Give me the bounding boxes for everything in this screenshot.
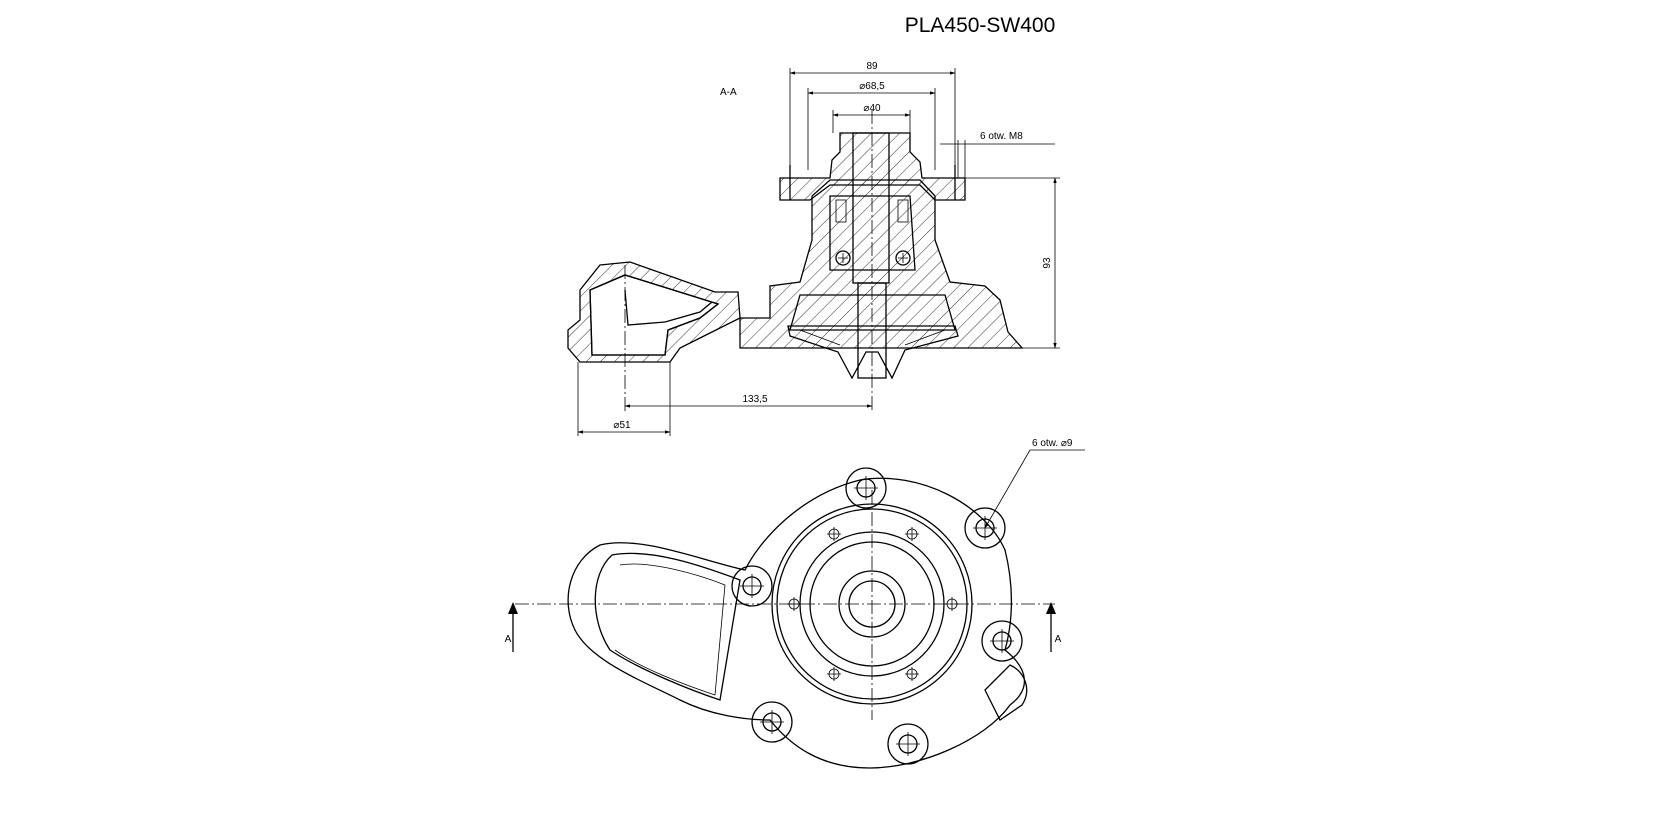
bolt-hole-icon (731, 565, 773, 607)
bolt-hole-icon (751, 701, 793, 743)
bearing-balls (835, 199, 911, 266)
impeller-cavity (789, 294, 956, 331)
bolt-bosses (731, 467, 1023, 765)
volute-inner-wall (624, 289, 713, 326)
arrow-icon (508, 602, 518, 614)
section-label: A-A (720, 87, 737, 98)
arrow-icon (1046, 602, 1056, 614)
dim-93: 93 (1042, 257, 1053, 269)
flange-edge (789, 165, 956, 200)
volute-housing-section (567, 261, 741, 363)
svg-text:A: A (1055, 634, 1062, 645)
dim-holes-dia9: 6 otw. ⌀9 (1032, 438, 1073, 449)
volute-inner (594, 552, 741, 701)
dim-holes-m8: 6 otw. M8 (980, 131, 1023, 142)
bolt-hole-icon (981, 620, 1023, 662)
dim-89: 89 (866, 61, 878, 72)
drawing-title: PLA450-SW400 (905, 14, 1056, 37)
housing-outline (567, 477, 1026, 769)
section-view-a-a: A-A 89 (567, 61, 1060, 436)
pulley-flange (779, 132, 966, 201)
bolt-hole-icon (845, 467, 887, 509)
svg-text:A: A (505, 634, 512, 645)
dim-40: ⌀40 (863, 103, 881, 114)
leader-dia9 (984, 449, 1031, 529)
bolt-hole-icon (887, 723, 929, 765)
impeller (787, 325, 959, 380)
shaft-bore-outer (838, 570, 906, 638)
section-mark-left: A (505, 602, 518, 652)
outlet-stub (984, 664, 1028, 721)
dim-133-5: 133,5 (742, 394, 767, 405)
dim-51: ⌀51 (613, 420, 631, 431)
impeller-blades (799, 329, 946, 346)
bearing-cavity (829, 195, 916, 271)
dim-68-5: ⌀68,5 (859, 81, 885, 92)
pump-body-lower (739, 179, 1024, 349)
section-mark-right: A (1046, 602, 1062, 652)
front-view: 6 otw. ⌀9 A A (505, 438, 1085, 769)
volute-cavity (589, 274, 720, 356)
volute-rib (614, 563, 726, 696)
